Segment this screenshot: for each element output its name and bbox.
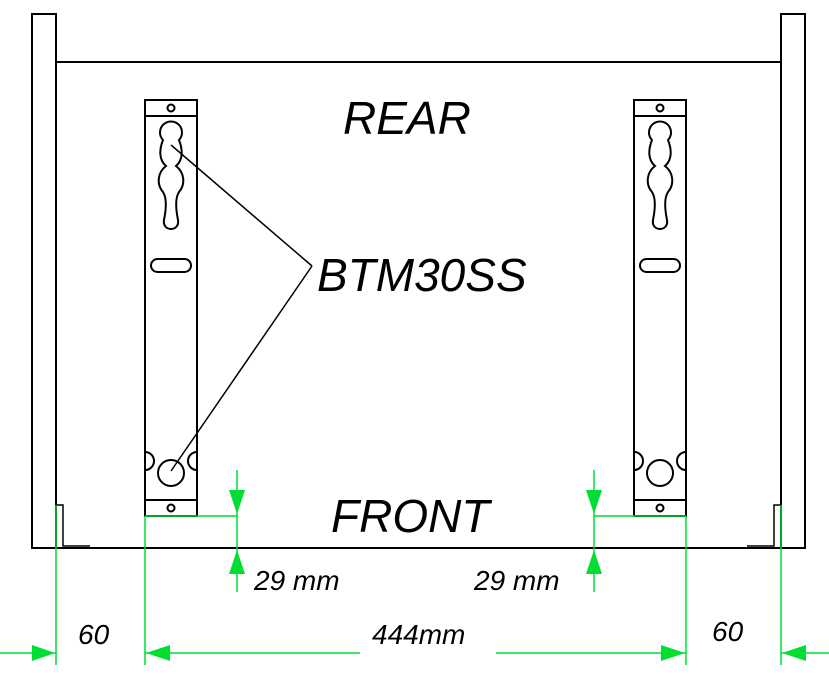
rear-label: REAR [343,92,471,144]
right-notch-left-icon [633,451,644,471]
left-notch-left-icon [144,451,155,471]
leader-top [170,144,313,267]
span-label: 444mm [372,619,465,650]
arrow-left-margin-icon [32,645,55,661]
left-margin-label: 60 [78,619,110,650]
drawer-outline [31,13,806,549]
front-label: FRONT [331,490,492,542]
left-side-panel [31,13,57,549]
right-bracket-body [633,99,687,517]
right-margin-label: 60 [712,616,744,647]
left-bottom-hole-icon [157,459,185,487]
right-bracket [633,99,687,517]
left-keyhole-slot-icon [157,120,185,230]
right-bracket-bottom-pin-icon [655,503,665,513]
right-depth-arrow-down-icon [586,490,602,514]
right-bottom-hole-icon [646,459,674,487]
left-bracket-bottom-pin-icon [166,503,176,513]
right-front-corner [747,504,781,547]
arrow-span-right-icon [661,645,685,661]
left-front-corner [56,504,90,547]
right-slot-icon [639,258,681,273]
arrow-right-margin-icon [782,645,806,661]
dimension-lines [0,470,829,665]
right-notch-right-icon [676,451,687,471]
left-slot-icon [150,258,192,273]
left-depth-label: 29 mm [253,565,340,596]
left-bracket-top-pin-icon [166,103,176,113]
right-bracket-top-pin-icon [655,103,665,113]
left-depth-arrow-down-icon [229,490,245,514]
right-side-panel [780,13,806,549]
arrow-span-left-icon [146,645,170,661]
left-bracket [144,99,198,517]
part-leader-lines [170,144,313,472]
right-depth-arrow-up-icon [586,550,602,574]
right-depth-label: 29 mm [473,565,560,596]
leader-bottom [170,265,313,472]
right-keyhole-slot-icon [646,120,674,230]
left-depth-arrow-up-icon [229,550,245,574]
left-notch-right-icon [187,451,198,471]
left-bracket-body [144,99,198,517]
part-label: BTM30SS [317,249,527,301]
